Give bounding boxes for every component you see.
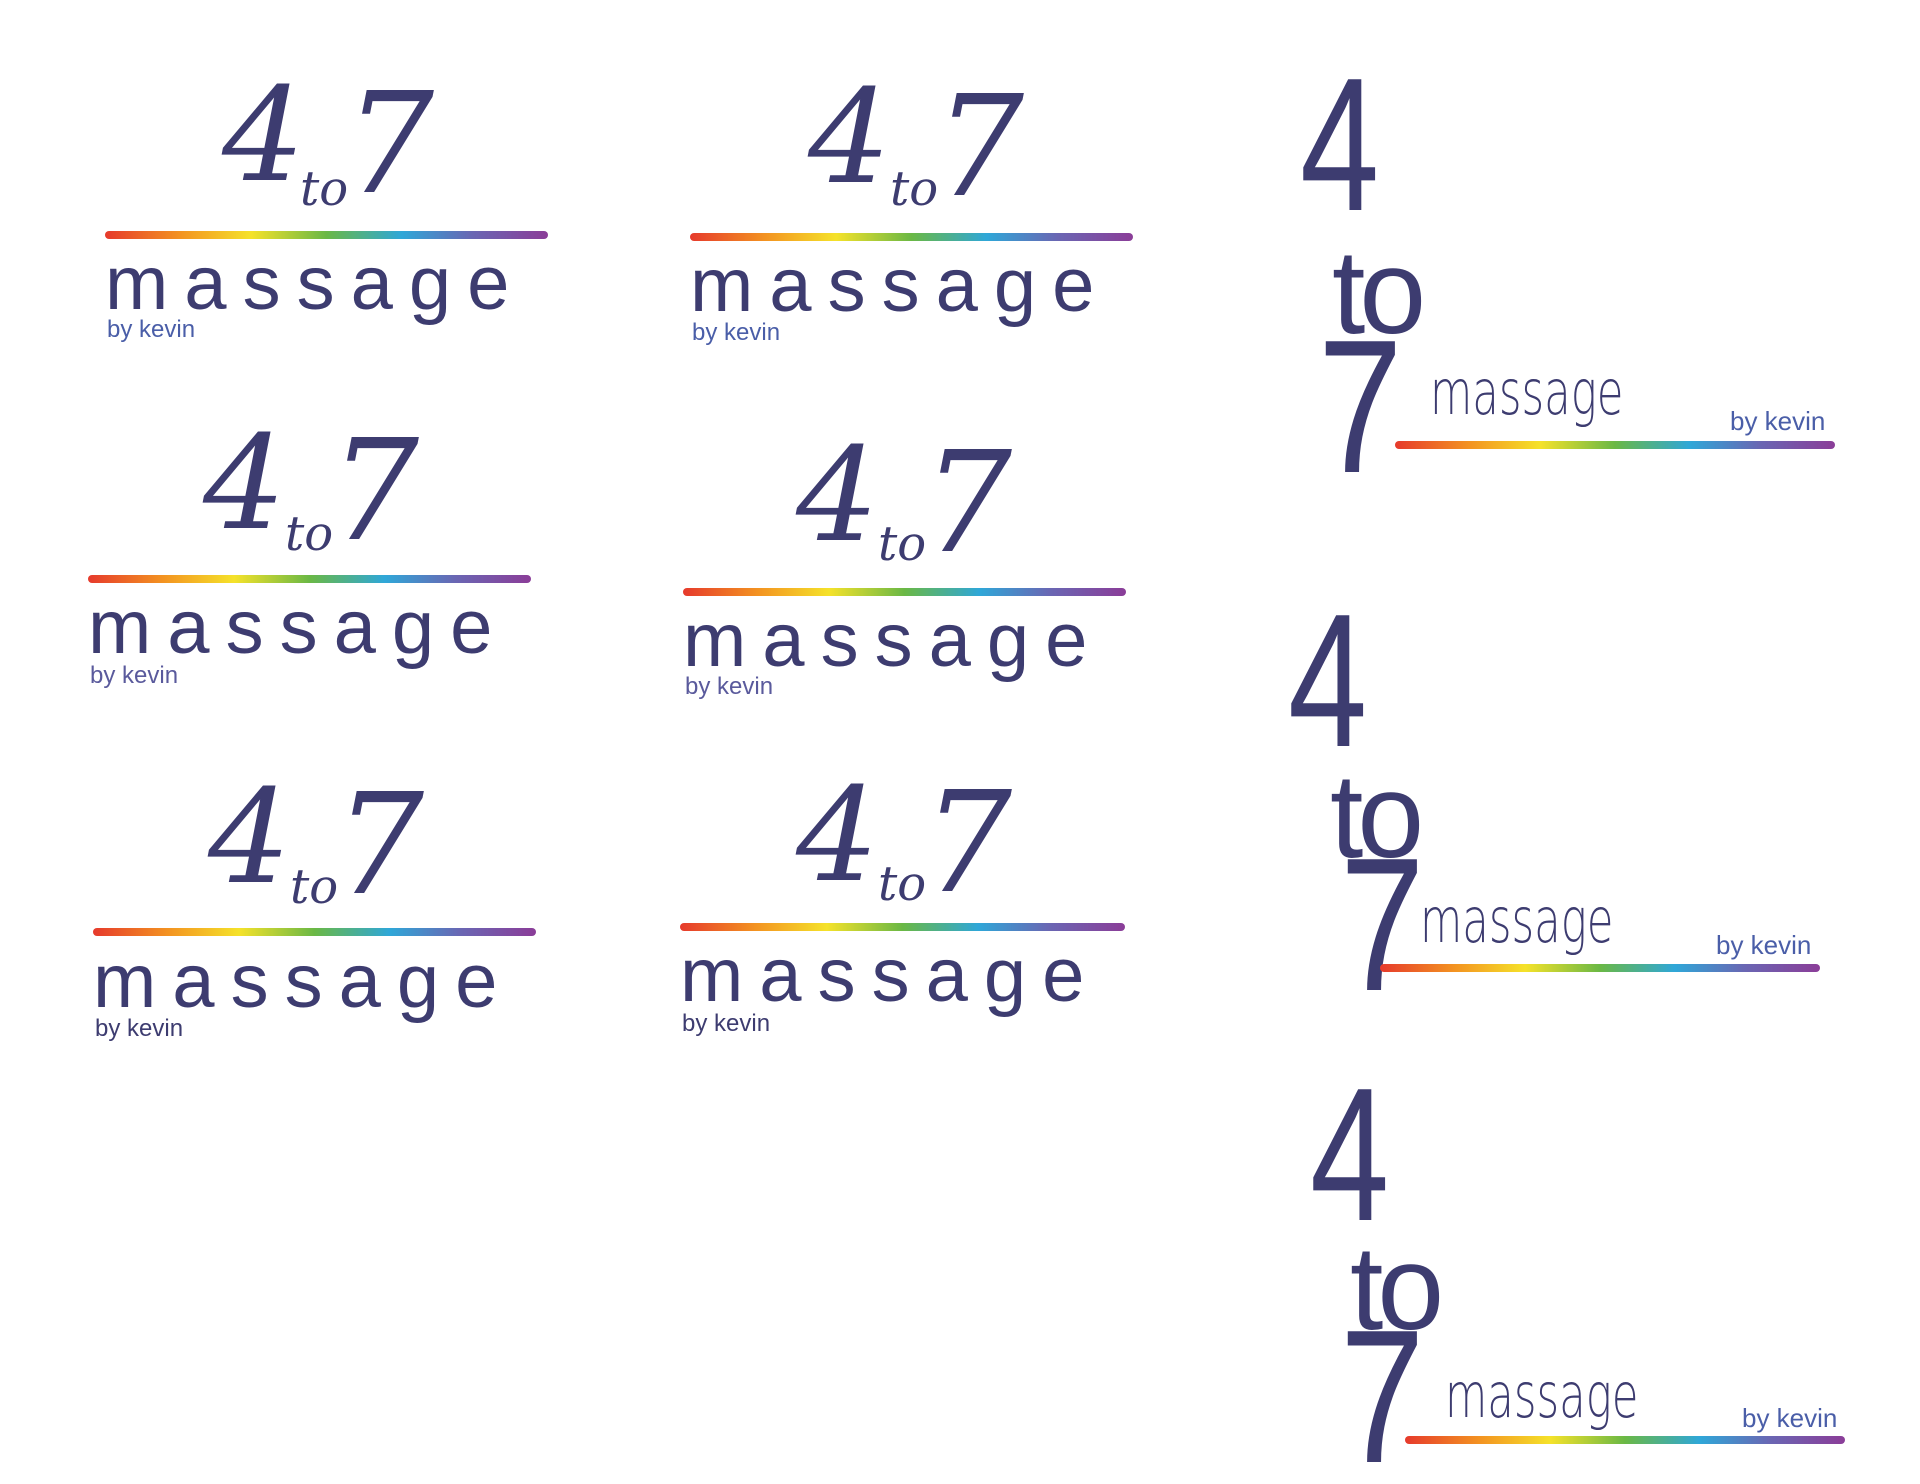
logo-mark-seven: 7 [1340, 819, 1425, 1031]
logo-mark-to: to [1330, 749, 1424, 883]
wordmark-massage: massage [1430, 356, 1624, 429]
byline: by kevin [1716, 930, 1812, 960]
rainbow-underline [105, 231, 548, 239]
logo-mark-four: 4 [808, 61, 891, 213]
logo-mark-seven: 7 [345, 63, 435, 226]
logo-mark-to: to [1332, 225, 1426, 359]
logo-mark-four: 4 [796, 759, 879, 911]
rainbow-underline [93, 928, 536, 936]
byline: by kevin [682, 1010, 771, 1037]
byline: by kevin [107, 316, 196, 343]
rainbow-underline [88, 575, 531, 583]
logo-mark-four: 4 [1310, 1049, 1390, 1261]
logo-mark-seven: 7 [923, 422, 1013, 585]
wordmark-massage: massage [680, 933, 1101, 1018]
byline: by kevin [1742, 1403, 1838, 1433]
byline: by kevin [685, 673, 774, 700]
logo-mark-to: to [285, 506, 334, 562]
wordmark-massage: massage [93, 939, 514, 1024]
byline: by kevin [692, 319, 781, 346]
wordmark-massage: massage [105, 241, 526, 326]
wordmark-massage: massage [88, 585, 509, 670]
logo-mark-seven: 7 [935, 66, 1025, 229]
wordmark-massage: massage [690, 243, 1111, 328]
logo-mark-four: 4 [1300, 39, 1380, 251]
rainbow-underline [680, 923, 1125, 931]
logo-mark-seven: 7 [923, 762, 1013, 925]
logo-mark-to: to [300, 161, 349, 217]
logo-mark-seven: 7 [330, 410, 420, 573]
logo-mark-four: 4 [1288, 575, 1368, 787]
rainbow-underline [1380, 964, 1820, 972]
wordmark-massage: massage [1420, 884, 1614, 957]
logo-mark-four: 4 [796, 419, 879, 571]
logo-mark-seven: 7 [1340, 1291, 1425, 1484]
rainbow-underline [1395, 441, 1835, 449]
logo-mark-to: to [878, 516, 927, 572]
byline: by kevin [95, 1015, 184, 1042]
logo-mark-to: to [290, 859, 339, 915]
byline: by kevin [90, 662, 179, 689]
logo-mark-four: 4 [203, 407, 286, 559]
logo-mark-four: 4 [208, 761, 291, 913]
logo-mark-to: to [1350, 1221, 1444, 1355]
logo-mark-seven: 7 [335, 764, 425, 927]
logo-mark-to: to [890, 161, 939, 217]
logo-mark-seven: 7 [1318, 301, 1403, 513]
logo-mark-to: to [878, 856, 927, 912]
rainbow-underline [1405, 1436, 1845, 1444]
logo-mark-four: 4 [222, 59, 305, 211]
rainbow-underline [690, 233, 1133, 241]
wordmark-massage: massage [683, 598, 1104, 683]
wordmark-massage: massage [1445, 1359, 1639, 1432]
byline: by kevin [1730, 406, 1826, 436]
rainbow-underline [683, 588, 1126, 596]
